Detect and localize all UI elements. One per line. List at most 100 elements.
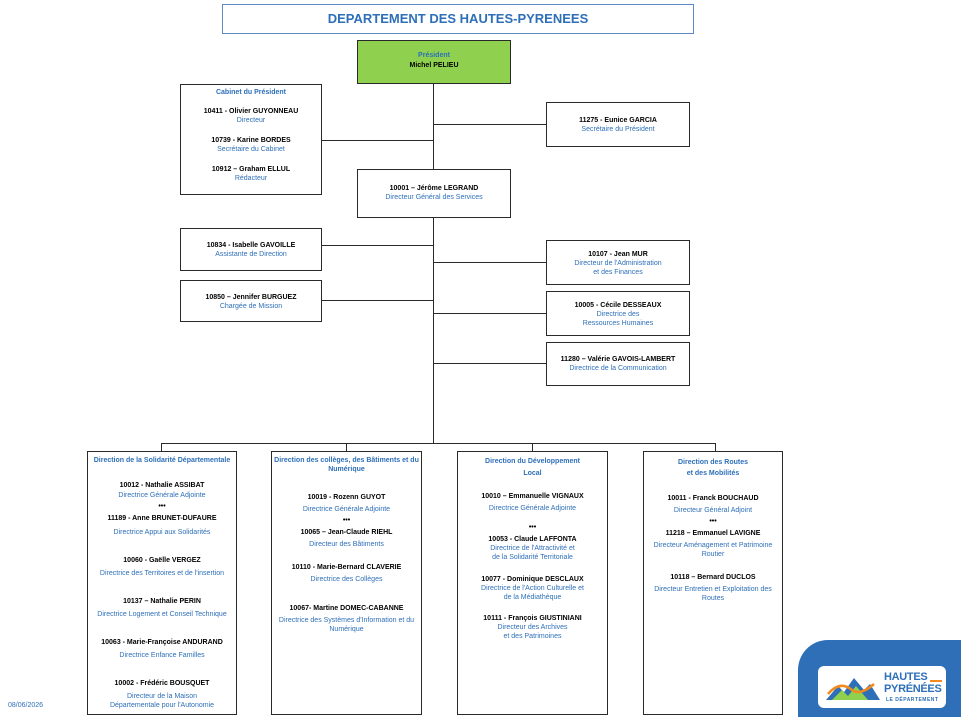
left-staff-box: 10834 - Isabelle GAVOILLE Assistante de …	[180, 228, 322, 271]
direction-person-name: 10011 - Franck BOUCHAUD	[667, 495, 759, 502]
cabinet-member-name: 10411 - Olivier GUYONNEAU	[203, 108, 299, 115]
direction-person-title: Départementale pour l'Autonomie	[109, 702, 215, 709]
direction-header: et des Mobilités	[686, 470, 740, 477]
connector-drop-3	[532, 443, 533, 452]
staff-title: Assistante de Direction	[215, 251, 287, 258]
direction-header: Local	[523, 470, 542, 477]
direction-person-name: 10010 – Emmanuelle VIGNAUX	[481, 493, 584, 500]
direction-person-name: 10065 – Jean-Claude RIEHL	[300, 529, 393, 536]
direction-person-name: 10077 - Dominique DESCLAUX	[481, 576, 584, 583]
direction-person-title: Directeur Général Adjoint	[673, 507, 753, 514]
footer-date: 08/06/2026	[8, 702, 44, 709]
direction-box-developpement: Direction du Développement Local 10010 –…	[457, 451, 608, 715]
right-staff-box: 11280 – Valérie GAVOIS-LAMBERT Directric…	[546, 342, 690, 386]
direction-box-colleges: Direction des collèges, des Bâtiments et…	[271, 451, 422, 715]
direction-person-name: 11218 – Emmanuel LAVIGNE	[665, 530, 761, 537]
staff-title: Directrice des	[596, 311, 640, 318]
president-name: Michel PELIEU	[409, 62, 459, 69]
connector-secretary	[433, 124, 547, 125]
cabinet-member-name: 10739 - Karine BORDES	[211, 137, 291, 144]
direction-person-title: Directrice Appui aux Solidarités	[113, 529, 211, 536]
direction-person-title: Directeur Aménagement et Patrimoine	[653, 542, 773, 549]
connector-right-staff-2	[433, 313, 547, 314]
secretary-name: 11275 - Eunice GARCIA	[579, 117, 657, 124]
direction-person-title: Directrice Générale Adjointe	[488, 505, 577, 512]
cabinet-member-title: Rédacteur	[234, 175, 268, 182]
staff-name: 10005 - Cécile DESSEAUX	[574, 302, 662, 309]
direction-person-title: Directrice des Collèges	[310, 576, 383, 583]
direction-person-title: Directeur des Archives	[497, 624, 568, 631]
dgs-name: 10001 – Jérôme LEGRAND	[389, 185, 479, 192]
staff-title: et des Finances	[593, 269, 643, 276]
cabinet-box: Cabinet du Président 10411 - Olivier GUY…	[180, 84, 322, 195]
direction-person-name: 10012 - Nathalie ASSIBAT	[119, 482, 205, 489]
direction-person-title: de la Médiathèque	[503, 594, 562, 601]
direction-person-title: Directeur des Bâtiments	[309, 541, 384, 548]
cabinet-member-title: Secrétaire du Cabinet	[217, 146, 285, 153]
direction-person-name: 10110 - Marie-Bernard CLAVERIE	[291, 564, 402, 571]
connector-drop-4	[715, 443, 716, 452]
separator-dots: •••	[709, 518, 717, 525]
direction-person-name: 10060 - Gaëlle VERGEZ	[123, 557, 201, 564]
direction-person-title: Directrice Enfance Familles	[119, 652, 205, 659]
connector-main-vertical	[433, 84, 434, 443]
connector-left-staff	[321, 245, 434, 246]
secretary-title: Secrétaire du Président	[581, 126, 655, 133]
direction-person-title: Numérique	[329, 626, 364, 633]
dgs-box: 10001 – Jérôme LEGRAND Directeur Général…	[357, 169, 511, 218]
logo-underline	[930, 680, 942, 682]
cabinet-member-title: Directeur	[236, 117, 266, 124]
direction-person-title: Directrice de l'Attractivité et	[490, 545, 575, 552]
separator-dots: •••	[158, 503, 166, 510]
staff-name: 10107 - Jean MUR	[588, 251, 648, 258]
direction-person-title: Directeur Entretien et Exploitation des	[654, 586, 772, 593]
direction-person-name: 10111 - François GIUSTINIANI	[483, 615, 582, 622]
direction-header: Direction des Routes	[677, 459, 748, 466]
direction-person-title: Directrice Générale Adjointe	[118, 492, 206, 499]
right-staff-box: 10005 - Cécile DESSEAUX Directrice des R…	[546, 291, 690, 336]
direction-person-title: Directrice Générale Adjointe	[302, 506, 391, 513]
logo-text-line3: LE DÉPARTEMENT	[886, 697, 939, 703]
direction-person-name: 11189 - Anne BRUNET-DUFAURE	[107, 515, 217, 522]
separator-dots: •••	[528, 524, 537, 531]
president-role: Président	[418, 52, 450, 59]
direction-person-title: Directrice des Systèmes d'Information et…	[278, 617, 415, 624]
direction-person-name: 10053 - Claude LAFFONTA	[488, 536, 577, 543]
right-staff-box: 10107 - Jean MUR Directeur de l'Administ…	[546, 240, 690, 285]
connector-drop-1	[161, 443, 162, 452]
direction-person-title: Directeur de la Maison	[126, 693, 198, 700]
direction-person-name: 10019 - Rozenn GUYOT	[307, 494, 386, 501]
logo-text-line1: HAUTES	[884, 671, 928, 683]
connector-horizontal-bottom	[161, 443, 716, 444]
left-staff-box: 10850 – Jennifer BURGUEZ Chargée de Miss…	[180, 280, 322, 322]
direction-header: Direction de la Solidarité Départemental…	[93, 457, 231, 464]
direction-person-name: 10063 - Marie-Françoise ANDURAND	[101, 639, 223, 646]
direction-person-name: 10002 - Frédéric BOUSQUET	[114, 680, 210, 687]
page-title: DEPARTEMENT DES HAUTES-PYRENEES	[222, 4, 694, 34]
staff-title: Ressources Humaines	[582, 320, 654, 327]
connector-drop-2	[346, 443, 347, 452]
connector-right-staff-1	[433, 262, 547, 263]
staff-name: 11280 – Valérie GAVOIS-LAMBERT	[560, 356, 676, 363]
cabinet-member-name: 10912 – Graham ELLUL	[211, 166, 291, 173]
mountain-logo-icon	[826, 678, 880, 700]
staff-name: 10834 - Isabelle GAVOILLE	[206, 242, 296, 249]
direction-person-name: 10137 – Nathalie PERIN	[123, 598, 201, 605]
direction-person-title: Directrice des Territoires et de l'inser…	[99, 570, 225, 577]
connector-left-staff-2	[321, 300, 434, 301]
president-box: Président Michel PELIEU	[357, 40, 511, 84]
direction-person-title: de la Solidarité Territoriale	[492, 554, 573, 561]
direction-box-solidarite: Direction de la Solidarité Départemental…	[87, 451, 237, 715]
direction-person-title: Routes	[701, 595, 725, 602]
direction-header: Numérique	[328, 466, 365, 473]
direction-person-title: et des Patrimoines	[503, 633, 562, 640]
staff-title: Directeur de l'Administration	[574, 260, 662, 267]
connector-cabinet	[321, 140, 434, 141]
staff-title: Directrice de la Communication	[569, 365, 667, 372]
direction-box-routes: Direction des Routes et des Mobilités 10…	[643, 451, 783, 715]
direction-person-name: 10118 – Bernard DUCLOS	[670, 574, 756, 581]
direction-person-title: Directrice Logement et Conseil Technique	[97, 611, 227, 618]
logo-text-line2: PYRÉNÉES	[884, 683, 942, 695]
staff-name: 10850 – Jennifer BURGUEZ	[205, 294, 297, 301]
dgs-title: Directeur Général des Services	[385, 194, 483, 201]
